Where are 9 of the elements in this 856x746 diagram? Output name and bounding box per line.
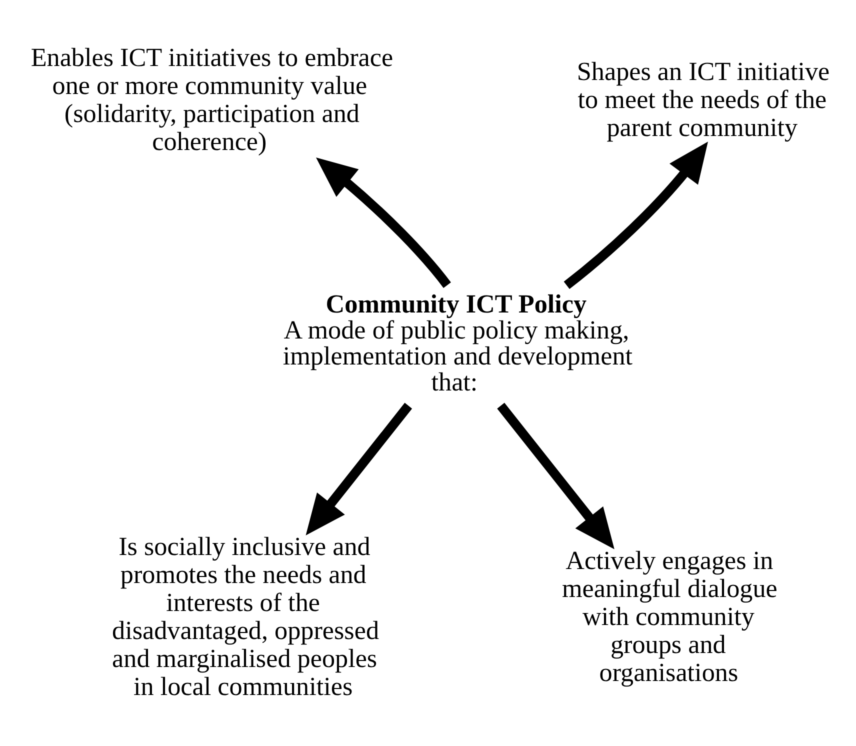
node-text: Enables ICT initiatives to embrace one or more community value (solidarity, participation and coherence) [30,42,394,156]
node-text: Is socially inclusive and promotes the needs and interests of the disadvantaged, oppressed and marginalised peoples in local communities [112,531,380,700]
node-text: Shapes an ICT initiative to meet the needs of the parent community [576,56,830,142]
node-text: Actively engages in meaningful dialogue with community groups and organisations [562,545,778,686]
arrow [316,157,451,288]
arrow [564,141,708,289]
node-text: Community ICT Policy A mode of public policy making, implementation and development that: [282,288,633,396]
arrow [497,402,614,549]
arrow [306,402,412,535]
